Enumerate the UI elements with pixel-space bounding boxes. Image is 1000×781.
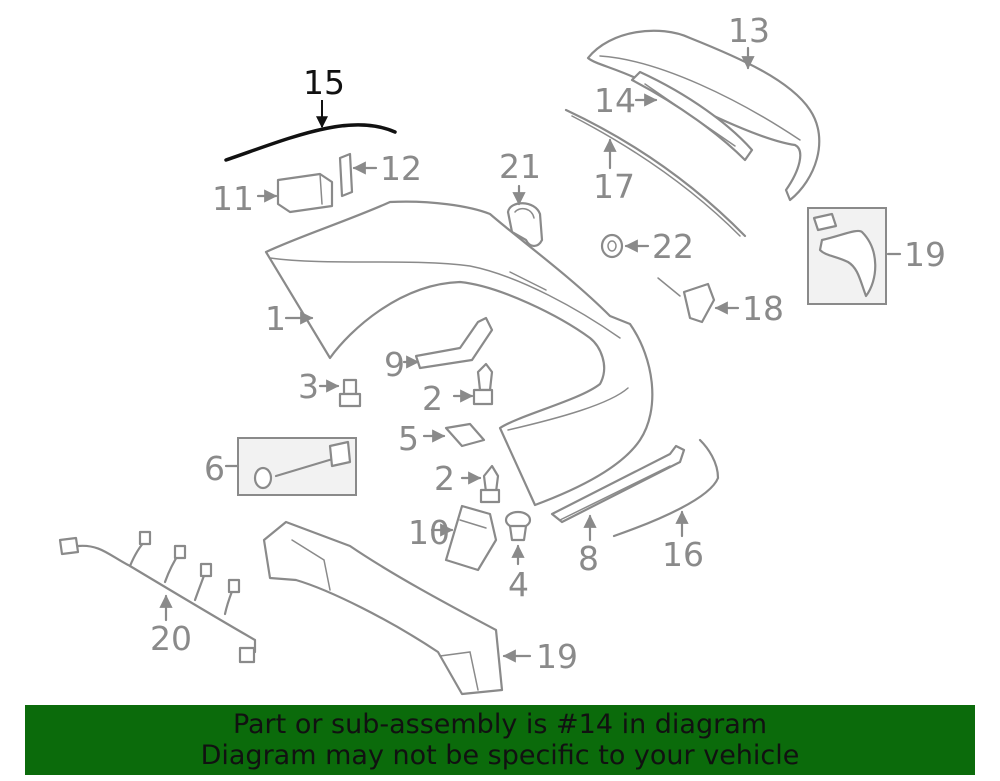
part-22-grommet[interactable] [600,233,650,259]
part-21-sensor[interactable] [506,184,544,248]
callout-7: 9 [384,345,405,384]
part-17-bracket[interactable] [657,277,740,324]
part-2-screw-upper[interactable] [452,362,494,406]
part-16-trim-strip[interactable] [564,108,747,238]
part-18-bracket-set[interactable] [807,207,902,305]
callout-17: 18 [742,289,784,328]
part-13-grille-strip[interactable] [630,70,754,162]
notice-line-2: Diagram may not be specific to your vehi… [200,740,800,771]
callout-11: 12 [380,149,422,188]
callout-18: 19 [904,235,946,274]
callout-19: 19 [536,637,578,676]
notice-banner: Part or sub-assembly is #14 in diagram D… [25,705,975,775]
callout-labels: 13 14 15 12 11 21 17 22 19 18 1 9 3 2 5 … [150,11,946,676]
callout-14: 15 [303,63,345,102]
part-20-wiring-harness[interactable] [58,530,257,664]
part-3-bolt[interactable] [318,378,362,408]
callout-4: 4 [508,565,529,604]
callout-20: 20 [150,619,192,658]
callout-16: 17 [593,167,635,206]
part-10-sensor-module[interactable] [256,172,334,214]
part-1-bumper-cover[interactable] [264,200,654,507]
callout-8: 10 [408,513,450,552]
part-5-clip-nut[interactable] [422,422,486,448]
notice-line-1: Part or sub-assembly is #14 in diagram [232,709,768,740]
part-6-retainer-kit[interactable] [224,437,357,496]
callout-5: 5 [398,419,419,458]
callout-13: 14 [594,81,636,120]
callout-6: 6 [204,449,225,488]
part-9-guide-rail[interactable] [550,444,686,542]
callout-2a: 2 [422,379,443,418]
callout-1: 1 [265,299,286,338]
part-4-grommet[interactable] [504,510,532,566]
part-11-clip[interactable] [338,152,378,198]
callout-22: 22 [652,227,694,266]
callout-9: 8 [578,539,599,578]
callout-21: 21 [499,147,541,186]
part-2-screw-lower[interactable] [460,464,501,504]
callout-15: 16 [662,535,704,574]
callout-3: 3 [298,367,319,406]
part-7-bracket[interactable] [402,316,494,370]
part-19-reinforcement-beam[interactable] [262,520,532,696]
part-15-trim-strip[interactable] [612,438,720,538]
part-8-splash-shield[interactable] [430,504,498,572]
callout-10: 11 [212,179,254,218]
callout-12: 13 [728,11,770,50]
callout-2b: 2 [434,459,455,498]
part-14-molding[interactable] [224,100,397,162]
